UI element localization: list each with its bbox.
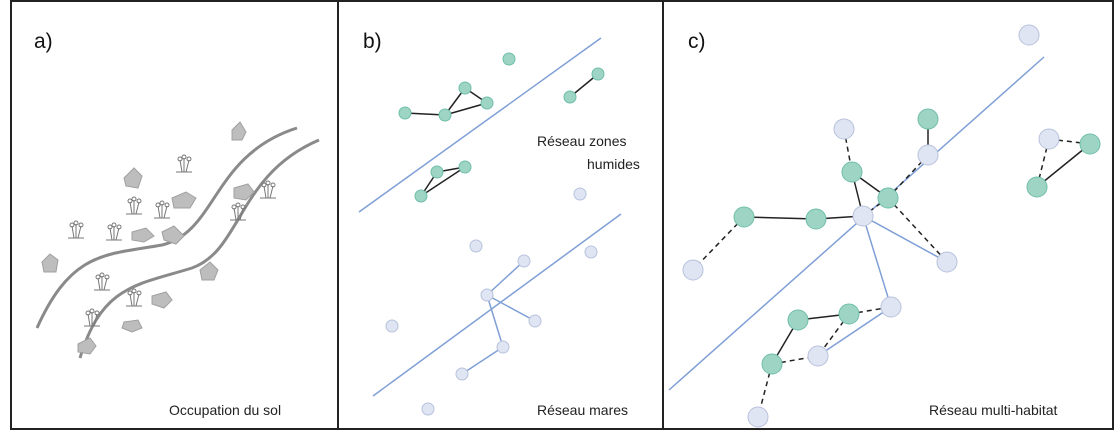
wetland-node: [733, 206, 755, 228]
river-bank-left: [35, 126, 298, 329]
land-patch: [171, 191, 197, 209]
reed-icon: [126, 196, 142, 215]
pond-node: [480, 288, 494, 302]
land-patch: [123, 167, 143, 189]
panel-c: c) Réseau multi-habitat: [664, 0, 1113, 430]
multi-habitat-network-diagram: [668, 24, 1101, 428]
wetland-network-label-line1: Réseau zones: [537, 133, 627, 149]
road-line: [372, 213, 622, 397]
pond-node: [936, 251, 958, 273]
wetland-node: [414, 189, 428, 203]
outer-border: [10, 0, 1114, 430]
wetland-node: [761, 353, 783, 375]
pond-node: [1018, 24, 1040, 46]
pond-node: [528, 314, 542, 328]
reed-icon: [94, 272, 110, 291]
pond-node: [385, 319, 399, 333]
land-patch: [231, 121, 247, 141]
land-patch: [199, 261, 219, 281]
panel-letter: c): [688, 30, 706, 53]
wetland-nodes: [398, 52, 605, 203]
pond-node: [747, 406, 769, 428]
wetland-node: [877, 187, 899, 209]
separate-networks-diagram: [358, 37, 622, 416]
land-patch: [131, 227, 155, 243]
land-patch: [161, 225, 185, 245]
pond-network-links: [461, 260, 536, 375]
river-bank-right: [78, 138, 320, 359]
pond-node: [455, 367, 469, 381]
wetland-node: [398, 106, 412, 120]
panel-b: b) Réseau zones humides Réseau mares: [339, 0, 663, 430]
pond-node: [421, 402, 435, 416]
wetland-node: [838, 303, 860, 325]
pond-node: [496, 340, 510, 354]
pond-node: [1038, 128, 1060, 150]
panel-caption: Occupation du sol: [169, 402, 282, 418]
panel-caption: Réseau multi-habitat: [929, 402, 1058, 418]
land-patch: [77, 337, 97, 355]
wetland-nodes: [733, 108, 1101, 375]
road-line: [358, 37, 602, 213]
pond-node: [584, 245, 598, 259]
wetland-node: [563, 90, 577, 104]
pond-node: [807, 345, 829, 367]
wetland-node: [438, 108, 452, 122]
wetland-node: [458, 160, 472, 174]
wetland-node: [1026, 176, 1048, 198]
wetland-node: [787, 309, 809, 331]
wetland-node: [480, 96, 494, 110]
pond-node: [573, 187, 587, 201]
wetland-node: [841, 161, 863, 183]
land-use-map: [35, 121, 320, 359]
wetland-plant-symbols: [68, 154, 276, 327]
reed-icon: [260, 180, 276, 199]
reed-icon: [68, 220, 84, 239]
reed-icon: [84, 308, 100, 327]
wetland-node: [502, 52, 516, 66]
reed-icon: [176, 154, 192, 173]
pond-nodes: [385, 187, 598, 416]
panel-letter: b): [363, 30, 382, 53]
land-patch: [121, 319, 143, 333]
pond-node: [880, 296, 902, 318]
cross-habitat-links: [692, 128, 1091, 418]
reed-icon: [154, 200, 170, 219]
pond-links: [817, 215, 948, 357]
wetland-network-label-line2: humides: [587, 156, 640, 172]
panel-letter: a): [34, 30, 53, 53]
wetland-node: [458, 81, 472, 95]
reed-icon: [126, 288, 142, 307]
pond-node: [917, 144, 939, 166]
pond-node: [469, 239, 483, 253]
pond-node: [852, 205, 874, 227]
land-patch: [233, 183, 255, 201]
pond-node: [833, 118, 855, 140]
reed-icon: [106, 222, 122, 241]
land-patch: [41, 253, 59, 273]
reed-icon: [230, 202, 246, 221]
panel-a: a) Occupation du sol: [12, 0, 338, 430]
wetland-node: [1079, 133, 1101, 155]
panel-caption: Réseau mares: [537, 402, 629, 418]
wetland-node: [917, 108, 939, 130]
wetland-node: [430, 165, 444, 179]
wetland-node: [805, 208, 827, 230]
land-patch: [151, 291, 173, 309]
pond-nodes: [682, 24, 1060, 428]
wetland-node: [591, 67, 605, 81]
pond-node: [517, 254, 531, 268]
pond-node: [682, 259, 704, 281]
